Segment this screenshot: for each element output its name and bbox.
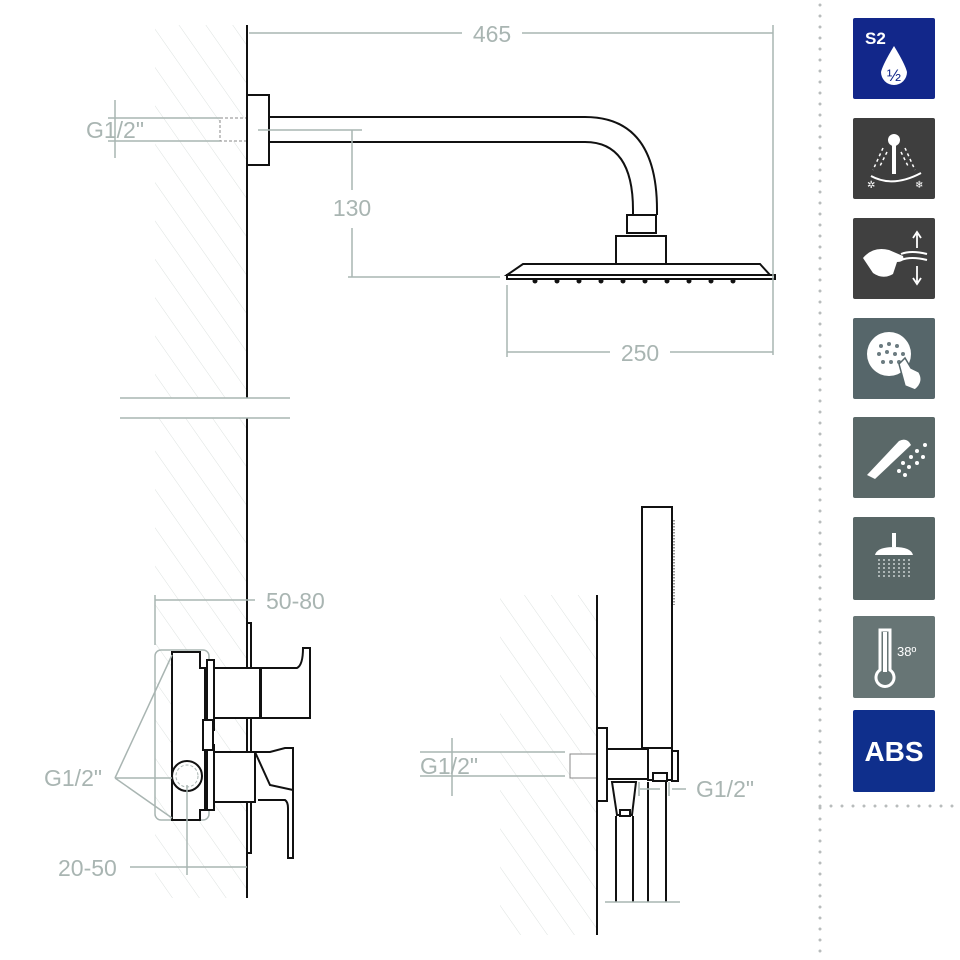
concealed-mixer xyxy=(154,622,311,859)
svg-text:ABS: ABS xyxy=(864,736,923,767)
rain-shower-icon xyxy=(853,517,935,600)
dimension-handshower-outlet: G1/2" xyxy=(638,776,754,802)
dimension-inlet-top: G1/2" xyxy=(86,100,220,158)
abs-material-icon: ABS xyxy=(853,710,935,792)
svg-text:G1/2": G1/2" xyxy=(44,765,102,791)
dimension-mixer-inlet: G1/2" xyxy=(44,654,173,819)
svg-text:½: ½ xyxy=(887,66,901,85)
svg-text:❄: ❄ xyxy=(915,180,923,191)
dimension-handshower-inlet: G1/2" xyxy=(420,738,565,796)
dimension-20-50: 20-50 xyxy=(58,785,247,881)
thermostatic-icon: 38º xyxy=(853,616,935,698)
svg-text:20-50: 20-50 xyxy=(58,855,117,881)
easy-clean-icon xyxy=(853,218,935,299)
s2-water-saving-icon: S2 ½ xyxy=(853,18,935,99)
dimension-50-80: 50-80 xyxy=(154,588,325,645)
svg-text:G1/2": G1/2" xyxy=(696,776,754,802)
svg-text:G1/2": G1/2" xyxy=(86,117,144,143)
svg-text:50-80: 50-80 xyxy=(266,588,325,614)
shower-arm xyxy=(219,94,776,284)
anti-limescale-icon xyxy=(853,318,935,399)
svg-text:38º: 38º xyxy=(897,644,916,659)
svg-text:465: 465 xyxy=(473,21,511,47)
wall-hatch-upper xyxy=(155,25,247,398)
svg-text:250: 250 xyxy=(621,340,659,366)
svg-text:130: 130 xyxy=(333,195,371,221)
dimension-465: 465 xyxy=(249,21,774,355)
dimension-130: 130 xyxy=(258,129,500,278)
hand-shower-icon xyxy=(853,417,935,498)
svg-text:S2: S2 xyxy=(865,29,886,48)
hand-shower-set xyxy=(569,506,680,903)
svg-text:G1/2": G1/2" xyxy=(420,753,478,779)
svg-text:✲: ✲ xyxy=(867,180,875,191)
dimension-250: 250 xyxy=(506,285,773,366)
cold-start-icon: ✲❄ xyxy=(853,118,935,199)
